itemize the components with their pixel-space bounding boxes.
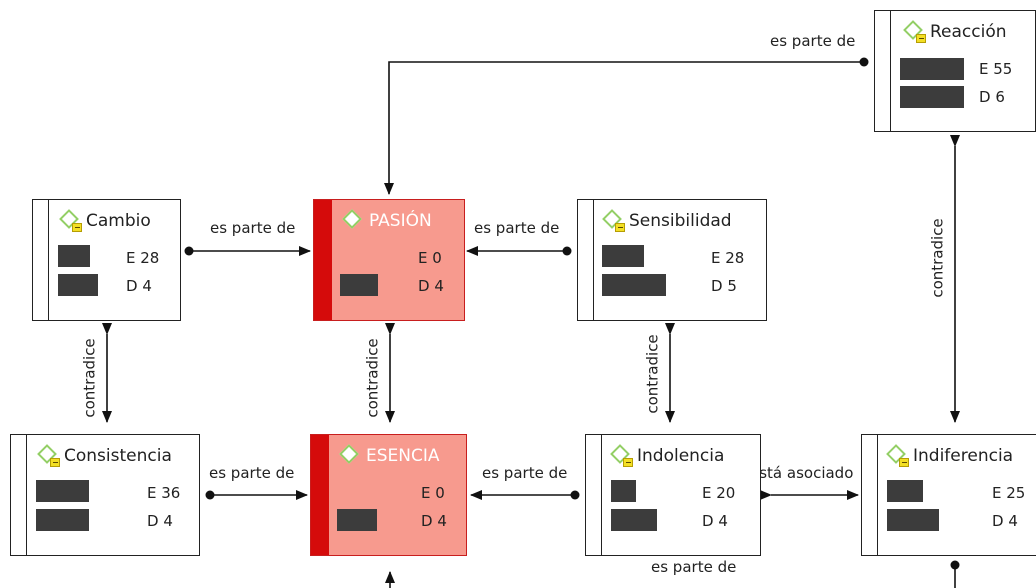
node-title: Reacción [930, 22, 1007, 42]
node-title: Sensibilidad [629, 211, 732, 231]
metric-d: D 4 [421, 512, 447, 530]
edge-label-indolencia-bottom: es parte de [651, 557, 737, 577]
metric-bar-d [340, 274, 378, 296]
metric-bar-d [611, 509, 657, 531]
node-strip [11, 435, 27, 555]
concept-node-cambio[interactable]: Cambio E 28 D 4 [32, 199, 181, 321]
metric-bar-d [887, 509, 939, 531]
metric-e: E 0 [418, 249, 442, 267]
node-title: ESENCIA [366, 446, 440, 466]
metric-e: E 0 [421, 484, 445, 502]
node-title: PASIÓN [369, 211, 432, 231]
concept-icon [600, 209, 628, 233]
metric-bar-e [602, 245, 644, 267]
metric-e: E 25 [992, 484, 1026, 502]
edge-label-indolencia-esencia: es parte de [482, 463, 568, 483]
metric-e: E 28 [711, 249, 745, 267]
metric-bar-d [36, 509, 89, 531]
concept-node-reaccion[interactable]: Reacción E 55 D 6 [874, 10, 1036, 132]
node-strip [862, 435, 878, 555]
metric-d: D 4 [126, 277, 152, 295]
concept-node-pasion[interactable]: PASIÓN E 0 D 4 [313, 199, 465, 321]
concept-icon [901, 20, 929, 44]
metric-bar-d [337, 509, 377, 531]
metric-d: D 4 [147, 512, 173, 530]
node-strip [578, 200, 594, 320]
node-strip [33, 200, 49, 320]
metric-e: E 36 [147, 484, 181, 502]
metric-bar-d [602, 274, 666, 296]
metric-d: D 6 [979, 88, 1005, 106]
node-title: Indiferencia [913, 446, 1014, 466]
edge-label-pasion-esencia: contradice [362, 338, 383, 418]
metric-bar-e [36, 480, 89, 502]
edge-label-consistencia-esencia: es parte de [209, 463, 295, 483]
node-title: Cambio [86, 211, 151, 231]
metric-bar-e [611, 480, 636, 502]
concept-icon [340, 209, 368, 233]
concept-node-esencia[interactable]: ESENCIA E 0 D 4 [310, 434, 467, 556]
metric-d: D 4 [702, 512, 728, 530]
node-title: Indolencia [637, 446, 725, 466]
concept-node-indolencia[interactable]: Indolencia E 20 D 4 [585, 434, 761, 556]
concept-icon [608, 444, 636, 468]
node-title: Consistencia [64, 446, 172, 466]
node-strip [314, 200, 332, 320]
concept-icon [884, 444, 912, 468]
metric-bar-d [900, 86, 964, 108]
node-strip [586, 435, 602, 555]
metric-bar-e [900, 58, 964, 80]
metric-bar-d [58, 274, 98, 296]
metric-e: E 20 [702, 484, 736, 502]
metric-bar-e [887, 480, 923, 502]
metric-d: D 5 [711, 277, 737, 295]
edge-label-sensibilidad-pasion: es parte de [474, 218, 560, 238]
concept-icon [35, 444, 63, 468]
concept-node-sensibilidad[interactable]: Sensibilidad E 28 D 5 [577, 199, 767, 321]
edge-label-reaccion-pasion: es parte de [770, 31, 856, 51]
metric-bar-e [58, 245, 90, 267]
metric-e: E 55 [979, 60, 1013, 78]
concept-node-consistencia[interactable]: Consistencia E 36 D 4 [10, 434, 200, 556]
edge-label-indolencia-indiferencia: está asociado c [750, 463, 856, 483]
edge-label-sensibilidad-indolencia: contradice [642, 334, 663, 414]
metric-d: D 4 [992, 512, 1018, 530]
metric-e: E 28 [126, 249, 160, 267]
edge-label-cambio-consistencia: contradice [79, 338, 100, 418]
concept-node-indiferencia[interactable]: Indiferencia E 25 D 4 [861, 434, 1036, 556]
metric-d: D 4 [418, 277, 444, 295]
edge-label-cambio-pasion: es parte de [210, 218, 296, 238]
edge-reaccion-pasion [384, 61, 864, 195]
concept-icon [57, 209, 85, 233]
node-strip [875, 11, 891, 131]
edge-label-reaccion-indiferencia: contradice [927, 218, 948, 298]
concept-icon [337, 444, 365, 468]
node-strip [311, 435, 329, 555]
